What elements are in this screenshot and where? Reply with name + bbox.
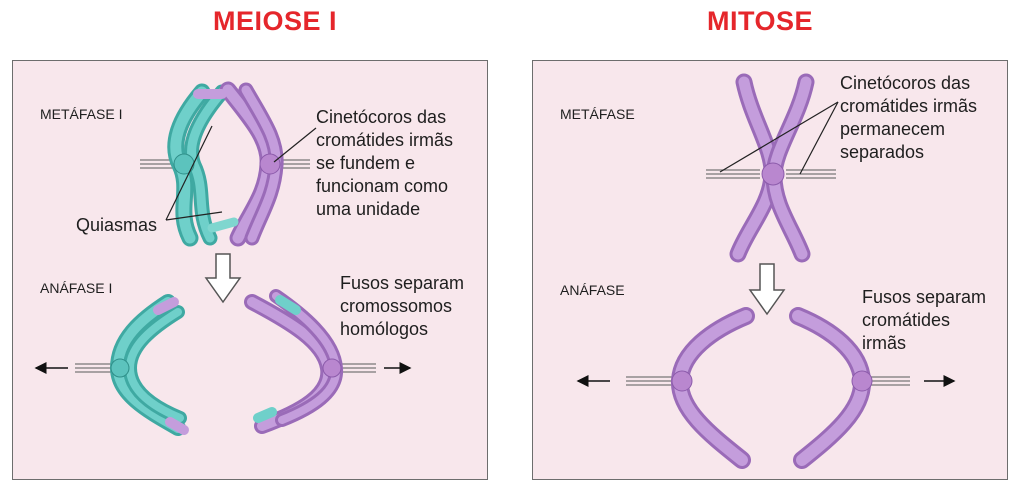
mitosis-kinetochore-note: Cinetócoros das cromátides irmãs permane…: [840, 73, 978, 162]
meiosis-metaphase-leaders: [165, 125, 317, 221]
meiosis-metaphase-label: METÁFASE I: [40, 106, 123, 122]
mitosis-metaphase-leaders: [719, 101, 839, 175]
teal-centromere-anaphase: [110, 358, 130, 378]
purple-centromere: [259, 153, 281, 175]
meiosis-anaphase-label: ANÁFASE I: [40, 280, 113, 296]
mitosis-anaphase-centromere-left: [671, 370, 693, 392]
purple-chromosome-anaphase: [244, 289, 344, 434]
meiosis-spindle-note: Fusos separam cromossomos homólogos: [340, 273, 465, 339]
mitosis-anaphase-centromere-right: [851, 370, 873, 392]
mitosis-spindle-note: Fusos separam cromátides irmãs: [862, 287, 987, 353]
mitosis-down-arrow: [748, 263, 786, 316]
chiasma-label: Quiasmas: [76, 215, 158, 235]
teal-centromere: [173, 153, 195, 175]
mitosis-title: MITOSE: [706, 6, 814, 36]
meiosis-kinetochore-note: Cinetócoros das cromátides irmãs se fund…: [316, 107, 454, 219]
mitosis-anaphase-label: ANÁFASE: [560, 282, 625, 298]
meiosis-metaphase-spindle: [140, 159, 310, 169]
mitosis-metaphase-spindle: [706, 169, 836, 179]
mitosis-metaphase-centromere: [761, 162, 785, 186]
mitosis-anaphase-spindle: [626, 376, 910, 386]
meiosis-title: MEIOSE I: [212, 6, 338, 36]
mitosis-anaphase-chromatids: [671, 307, 872, 469]
purple-centromere-anaphase: [322, 358, 342, 378]
mitosis-metaphase-label: METÁFASE: [560, 106, 635, 122]
meiosis-down-arrow: [204, 253, 242, 304]
